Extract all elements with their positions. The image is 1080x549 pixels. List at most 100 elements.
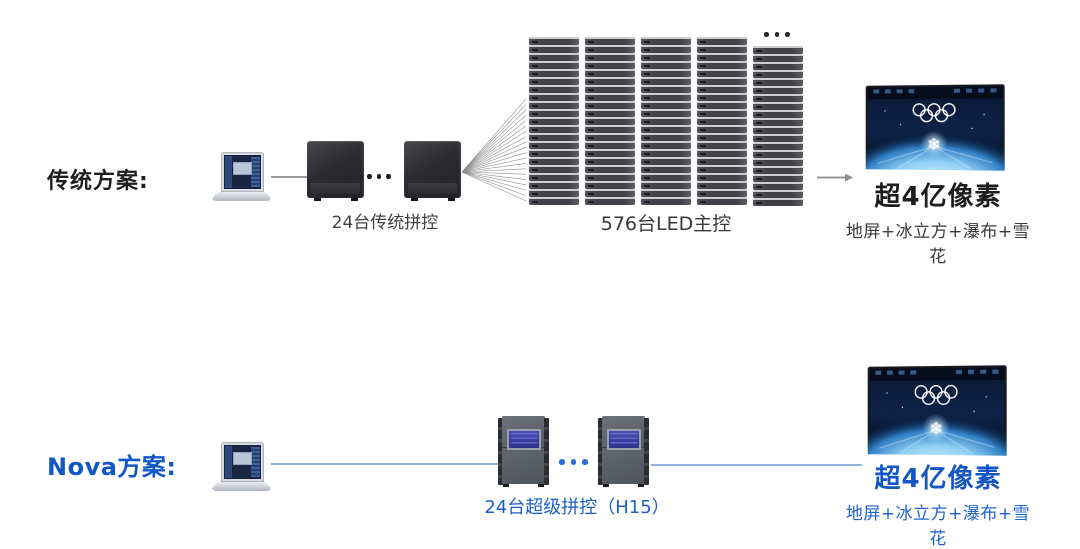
connection-line: [651, 464, 862, 466]
laptop-icon: [212, 152, 271, 201]
rack-unit-icon: [697, 93, 747, 101]
rack-unit-icon: [529, 133, 579, 141]
rack-unit-icon: [697, 141, 747, 149]
traditional-row-label: 传统方案:: [47, 169, 149, 194]
rack-unit-icon: [585, 181, 635, 189]
rack-unit-icon: [529, 85, 579, 93]
rack-unit-icon: [753, 182, 803, 190]
rack-unit-icon: [697, 109, 747, 117]
rack-column: [697, 37, 747, 206]
rack-unit-icon: [641, 77, 691, 85]
rack-unit-icon: [753, 86, 803, 94]
traditional-controllers-caption: 24台传统拼控: [331, 213, 439, 233]
rack-unit-icon: [641, 125, 691, 133]
nova-row-label: Nova方案:: [47, 453, 177, 481]
rack-unit-icon: [753, 78, 803, 86]
rack-unit-icon: [753, 126, 803, 134]
lcd-screen: [506, 429, 541, 450]
rack-unit-icon: [697, 157, 747, 165]
rack-unit-icon: [753, 70, 803, 78]
rack-unit-icon: [529, 77, 579, 85]
result-title: 超4亿像素: [874, 182, 1002, 212]
device-body: [602, 416, 645, 484]
rack-unit-icon: [697, 45, 747, 53]
device-body: [502, 416, 545, 484]
rack-unit-icon: [641, 149, 691, 157]
rack-column: [641, 37, 691, 206]
rack-unit-icon: [697, 85, 747, 93]
rack-unit-icon: [697, 117, 747, 125]
device-rail: [598, 418, 603, 485]
laptop-display-window: [233, 162, 252, 175]
rack-unit-icon: [529, 189, 579, 197]
nova-result: 超4亿像素 地屏+冰立方+瀑布+雪花: [838, 458, 1038, 549]
rack-unit-icon: [529, 69, 579, 77]
earth-horizon: [867, 417, 1007, 456]
ellipsis-icon: [764, 32, 790, 37]
rack-unit-icon: [641, 165, 691, 173]
rack-unit-icon: [697, 125, 747, 133]
rack-unit-icon: [585, 93, 635, 101]
rack-unit-icon: [529, 93, 579, 101]
device-rail: [644, 418, 649, 485]
rack-unit-icon: [585, 37, 635, 45]
rack-unit-icon: [585, 109, 635, 117]
rack-unit-icon: [697, 53, 747, 61]
rack-unit-icon: [529, 61, 579, 69]
fan-lines: [461, 98, 527, 202]
rack-unit-icon: [753, 166, 803, 174]
rack-unit-icon: [641, 117, 691, 125]
rack-unit-icon: [585, 197, 635, 205]
rack-unit-icon: [753, 46, 803, 54]
rack-unit-icon: [641, 93, 691, 101]
connection-line: [271, 463, 499, 465]
rack-unit-icon: [753, 198, 803, 206]
rack-unit-icon: [753, 62, 803, 70]
ellipsis-icon: [367, 174, 391, 179]
rack-unit-icon: [641, 189, 691, 197]
controller-box-icon: [404, 141, 461, 201]
rack-unit-icon: [585, 141, 635, 149]
rack-unit-icon: [585, 101, 635, 109]
rack-unit-icon: [641, 173, 691, 181]
rack-unit-icon: [641, 85, 691, 93]
rack-unit-icon: [529, 117, 579, 125]
rack-unit-icon: [585, 117, 635, 125]
rack-unit-icon: [585, 157, 635, 165]
rack-unit-icon: [529, 125, 579, 133]
laptop-base: [212, 192, 271, 201]
rack-caption: 576台LED主控: [600, 213, 732, 235]
rack-unit-icon: [697, 77, 747, 85]
rack-unit-icon: [585, 45, 635, 53]
traditional-result: 超4亿像素 地屏+冰立方+瀑布+雪花: [838, 176, 1038, 267]
rack-unit-icon: [585, 173, 635, 181]
rack-unit-icon: [529, 109, 579, 117]
arrow-right-icon: [817, 173, 853, 182]
rack-unit-icon: [753, 54, 803, 62]
rack-unit-icon: [697, 189, 747, 197]
connection-line: [271, 176, 308, 178]
rack-column: [529, 37, 579, 206]
led-screen-icon: ❄: [865, 84, 1005, 171]
rack-unit-icon: [641, 69, 691, 77]
rack-unit-icon: [753, 134, 803, 142]
rack-unit-icon: [585, 149, 635, 157]
device-rail: [498, 418, 503, 485]
h15-device-icon: [498, 416, 549, 487]
device-rail: [544, 418, 549, 485]
rack-unit-icon: [641, 37, 691, 45]
rack-unit-icon: [697, 181, 747, 189]
laptop-screen: [221, 152, 264, 192]
result-subtitle: 地屏+冰立方+瀑布+雪花: [845, 222, 1031, 267]
rack-unit-icon: [753, 142, 803, 150]
rack-unit-icon: [585, 125, 635, 133]
rack-unit-icon: [697, 165, 747, 173]
rack-unit-icon: [529, 149, 579, 157]
rack-unit-icon: [697, 149, 747, 157]
rack-unit-icon: [697, 101, 747, 109]
rack-unit-icon: [753, 158, 803, 166]
snowflake-icon: ❄: [929, 419, 943, 440]
rack-unit-icon: [753, 174, 803, 182]
rack-unit-icon: [753, 110, 803, 118]
